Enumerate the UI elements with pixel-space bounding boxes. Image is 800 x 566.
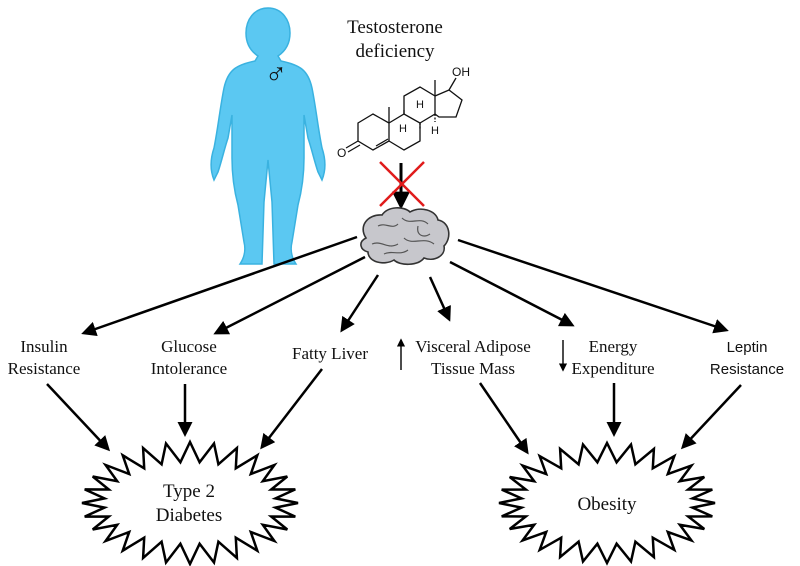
effect-visceral-adipose-line-2: Tissue Mass (431, 359, 515, 378)
brain-icon (360, 207, 450, 266)
effect-leptin-resistance-line-1: Leptin (727, 339, 768, 356)
title-line-2: deficiency (355, 41, 435, 62)
block-cross-icon (379, 161, 425, 207)
effect-fatty-liver: Fatty Liver (292, 344, 368, 363)
diabetes-starburst (81, 439, 299, 566)
molecule-oh-label: OH (452, 65, 470, 79)
effect-visceral-adipose-line-1: Visceral Adipose (415, 337, 531, 356)
male-body-silhouette (210, 7, 326, 265)
effect-energy-expenditure-line-2: Expenditure (571, 359, 654, 378)
molecule-h-label: H (431, 125, 439, 137)
effect-energy-expenditure-line-1: Energy (589, 337, 638, 356)
outcome-obesity: Obesity (577, 494, 637, 515)
male-figure: ♂ (210, 7, 326, 265)
testosterone-molecule (345, 77, 463, 153)
molecule-oxygen-label: O (337, 146, 346, 160)
effect-insulin-resistance-line-1: Insulin (20, 337, 68, 356)
effect-leptin-resistance-line-2: Resistance (710, 361, 784, 378)
obesity-starburst (498, 440, 716, 566)
brain-to-effect-arrows (81, 235, 729, 337)
effect-to-outcome-arrows (46, 368, 742, 455)
outcome-diabetes-line-2: Diabetes (156, 505, 222, 526)
title-line-1: Testosterone (347, 17, 443, 38)
outcome-diabetes-line-1: Type 2 (163, 481, 215, 502)
molecule-h-label: H (416, 99, 424, 111)
effect-glucose-intolerance-line-1: Glucose (161, 337, 217, 356)
effect-insulin-resistance-line-2: Resistance (8, 359, 81, 378)
effect-glucose-intolerance-line-2: Intolerance (151, 359, 227, 378)
molecule-h-label: H (399, 123, 407, 135)
male-symbol: ♂ (265, 58, 288, 91)
